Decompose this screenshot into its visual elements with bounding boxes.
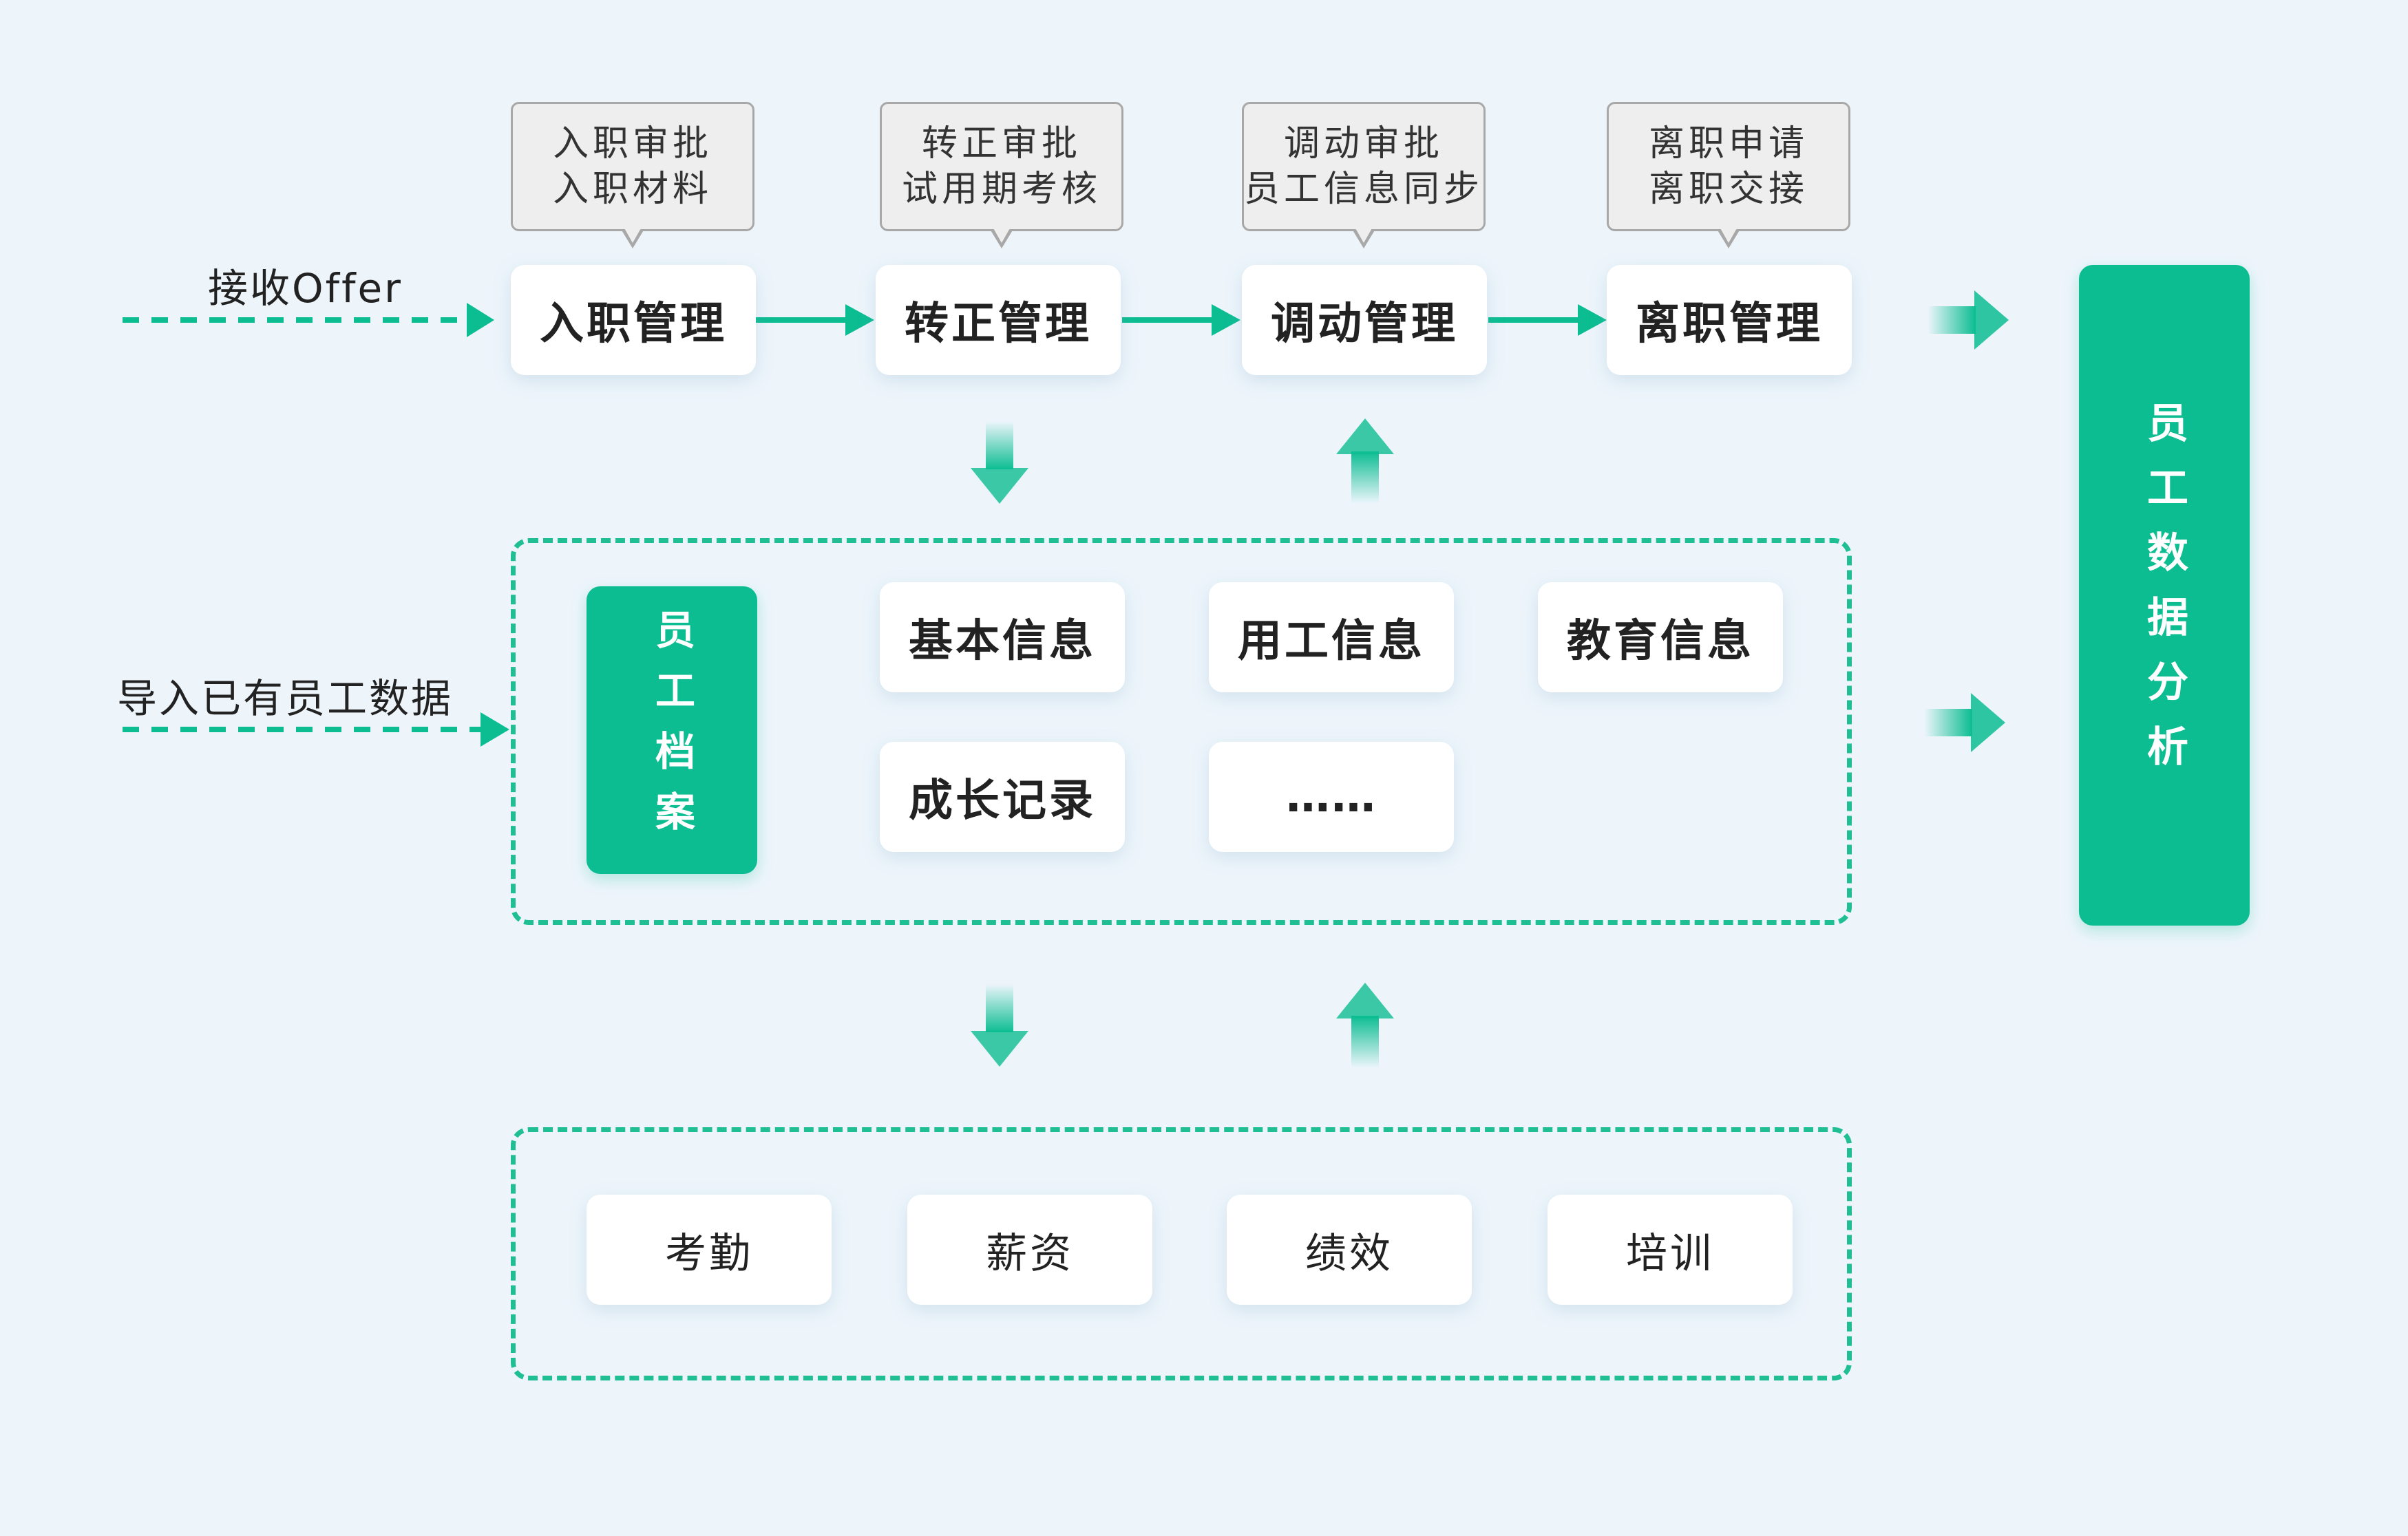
note-line: 入职材料 [552, 169, 712, 210]
note-bubble-transfer: 调动审批 员工信息同步 [1242, 102, 1486, 248]
employee-archive-title: 员工档案 [587, 586, 757, 874]
module-attendance[interactable]: 考勤 [587, 1195, 832, 1305]
down-arrow-upper [971, 421, 1028, 504]
archive-item-more[interactable]: …… [1209, 742, 1454, 852]
note-line: 转正审批 [921, 123, 1081, 164]
archive-item-growth-record[interactable]: 成长记录 [880, 742, 1125, 852]
process-card-regularization[interactable]: 转正管理 [876, 265, 1121, 375]
process-card-onboarding[interactable]: 入职管理 [511, 265, 756, 375]
to-analysis-arrow-middle [1924, 693, 2005, 752]
note-bubble-onboarding: 入职审批 入职材料 [511, 102, 754, 248]
note-bubble-regularization: 转正审批 试用期考核 [880, 102, 1123, 248]
module-payroll[interactable]: 薪资 [907, 1195, 1152, 1305]
bubble-tail [1717, 227, 1740, 248]
employee-archive-container [511, 538, 1852, 925]
note-line: 离职交接 [1648, 169, 1808, 210]
module-performance[interactable]: 绩效 [1227, 1195, 1472, 1305]
archive-item-education-info[interactable]: 教育信息 [1538, 582, 1783, 692]
down-arrow-lower [971, 984, 1028, 1067]
note-line: 调动审批 [1283, 123, 1444, 164]
process-arrow-2 [1122, 304, 1240, 336]
bubble-tail [1352, 227, 1375, 248]
modules-container [511, 1127, 1852, 1380]
employee-data-analysis[interactable]: 员工数据分析 [2079, 265, 2250, 926]
process-arrow-1 [756, 304, 874, 336]
bubble-tail [621, 227, 644, 248]
note-line: 入职审批 [552, 123, 712, 164]
offer-label: 接收Offer [208, 265, 403, 312]
module-training[interactable]: 培训 [1548, 1195, 1793, 1305]
archive-item-basic-info[interactable]: 基本信息 [880, 582, 1125, 692]
up-arrow-lower [1336, 983, 1394, 1068]
note-line: 试用期考核 [901, 169, 1101, 210]
archive-item-employment-info[interactable]: 用工信息 [1209, 582, 1454, 692]
process-arrow-3 [1488, 304, 1607, 336]
import-label: 导入已有员工数据 [117, 675, 454, 722]
up-arrow-upper [1336, 418, 1394, 504]
note-line: 离职申请 [1648, 123, 1808, 164]
note-line: 员工信息同步 [1244, 169, 1484, 210]
to-analysis-arrow-top [1928, 290, 2009, 350]
bubble-tail [990, 227, 1013, 248]
process-card-resignation[interactable]: 离职管理 [1607, 265, 1852, 375]
process-card-transfer[interactable]: 调动管理 [1242, 265, 1487, 375]
note-bubble-resignation: 离职申请 离职交接 [1607, 102, 1850, 248]
